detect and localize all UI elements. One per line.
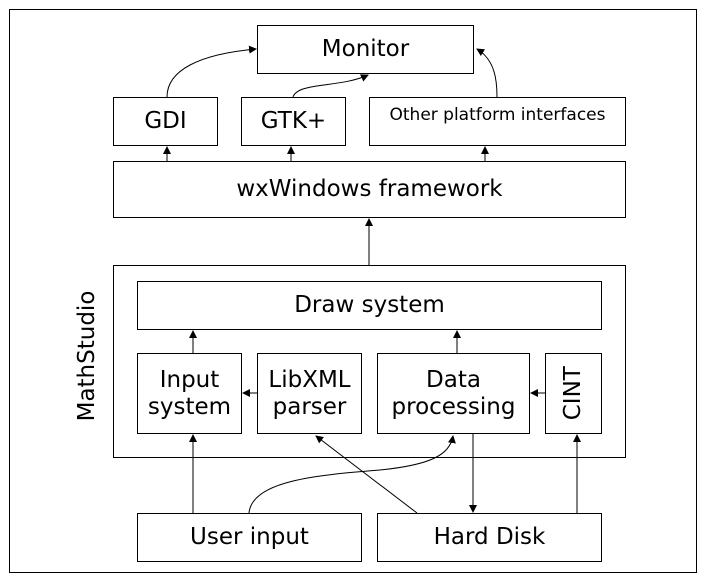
node-input-system-label-1: Input (159, 367, 220, 394)
node-draw-system-label: Draw system (294, 292, 445, 319)
edge-other-to-monitor (476, 48, 498, 98)
node-data-processing-label-2: processing (391, 393, 516, 420)
node-hard-disk: Hard Disk (377, 513, 602, 562)
node-cint: CINT (545, 353, 602, 434)
node-data-processing-label-1: Data (426, 367, 481, 394)
node-monitor: Monitor (257, 25, 474, 74)
node-hard-disk-label: Hard Disk (433, 524, 546, 551)
node-wxwindows-framework: wxWindows framework (113, 161, 626, 218)
node-gdi: GDI (113, 97, 218, 146)
edge-gtk-to-monitor (292, 74, 369, 98)
mathstudio-container (113, 265, 626, 458)
diagram-frame (9, 9, 697, 573)
node-input-system: Input system (137, 353, 242, 434)
node-gtk-label: GTK+ (260, 108, 327, 135)
node-libxml-label-2: parser (272, 393, 347, 420)
node-monitor-label: Monitor (321, 36, 410, 63)
node-gtk: GTK+ (241, 97, 346, 146)
edge-user-to-data (248, 435, 456, 514)
node-other-platform-interfaces: Other platform interfaces (369, 97, 626, 146)
node-draw-system: Draw system (137, 281, 602, 330)
node-data-processing: Data processing (377, 353, 530, 434)
node-other-label: Other platform interfaces (389, 105, 606, 125)
edge-gdi-to-monitor (166, 45, 257, 98)
node-libxml-parser: LibXML parser (257, 353, 362, 434)
node-libxml-label-1: LibXML (268, 367, 351, 394)
node-user-input: User input (137, 513, 362, 562)
node-wxwindows-label: wxWindows framework (236, 176, 503, 203)
node-user-input-label: User input (190, 524, 309, 551)
node-input-system-label-2: system (147, 393, 232, 420)
edge-harddisk-to-libxml (315, 435, 418, 514)
node-gdi-label: GDI (144, 108, 187, 135)
